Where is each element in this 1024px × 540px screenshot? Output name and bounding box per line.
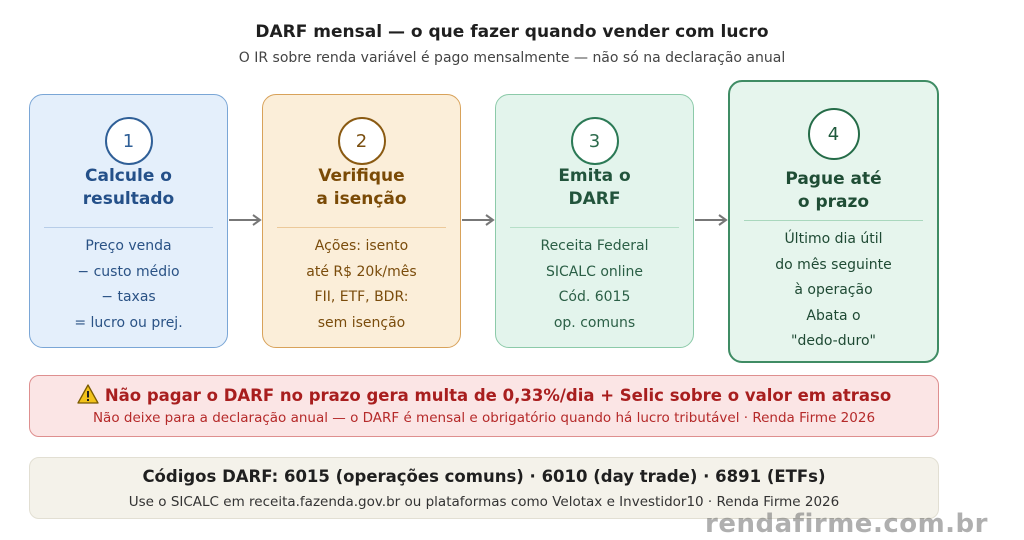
arrow-right-icon [229, 214, 262, 226]
step-divider [277, 227, 446, 228]
watermark-brand: rendafirme.com.br [705, 509, 988, 539]
arrow-right-icon [695, 214, 728, 226]
step-number-badge: 4 [807, 108, 860, 160]
step-card-pay-deadline: 4 Pague até o prazo Último dia útil do m… [728, 80, 939, 363]
darf-codes-panel: Códigos DARF: 6015 (operações comuns) · … [29, 457, 939, 519]
step-divider [510, 227, 679, 228]
step-heading: Emita o DARF [558, 166, 631, 209]
step-number-badge: 2 [337, 117, 386, 165]
step-heading: Calcule o resultado [82, 166, 175, 209]
step-body: Último dia útil do mês seguinte à operaç… [775, 231, 892, 349]
step-number-badge: 1 [104, 117, 153, 165]
step-divider [744, 220, 923, 221]
step-body: Ações: isento até R$ 20k/mês FII, ETF, B… [306, 238, 417, 331]
step-number-badge: 3 [570, 117, 619, 165]
darf-codes-detail: Use o SICALC em receita.fazenda.gov.br o… [128, 494, 840, 510]
page-subtitle: O IR sobre renda variável é pago mensalm… [238, 50, 786, 66]
warning-detail: Não deixe para a declaração anual — o DA… [92, 410, 876, 426]
warning-banner: Não pagar o DARF no prazo gera multa de … [29, 375, 939, 437]
warning-icon [77, 384, 99, 404]
step-body: Preço venda − custo médio − taxas = lucr… [74, 238, 183, 331]
page-title: DARF mensal — o que fazer quando vender … [255, 22, 769, 42]
step-body: Receita Federal SICALC online Cód. 6015 … [540, 238, 649, 331]
step-card-calculate: 1 Calcule o resultado Preço venda − cust… [29, 94, 228, 348]
warning-headline: Não pagar o DARF no prazo gera multa de … [104, 386, 892, 405]
step-card-exemption: 2 Verifique a isenção Ações: isento até … [262, 94, 461, 348]
arrow-right-icon [462, 214, 495, 226]
warning-headline-row: Não pagar o DARF no prazo gera multa de … [30, 384, 938, 405]
step-heading: Pague até o prazo [785, 169, 882, 212]
step-card-issue-darf: 3 Emita o DARF Receita Federal SICALC on… [495, 94, 694, 348]
step-heading: Verifique a isenção [316, 166, 407, 209]
step-divider [44, 227, 213, 228]
darf-codes-headline: Códigos DARF: 6015 (operações comuns) · … [142, 467, 826, 486]
